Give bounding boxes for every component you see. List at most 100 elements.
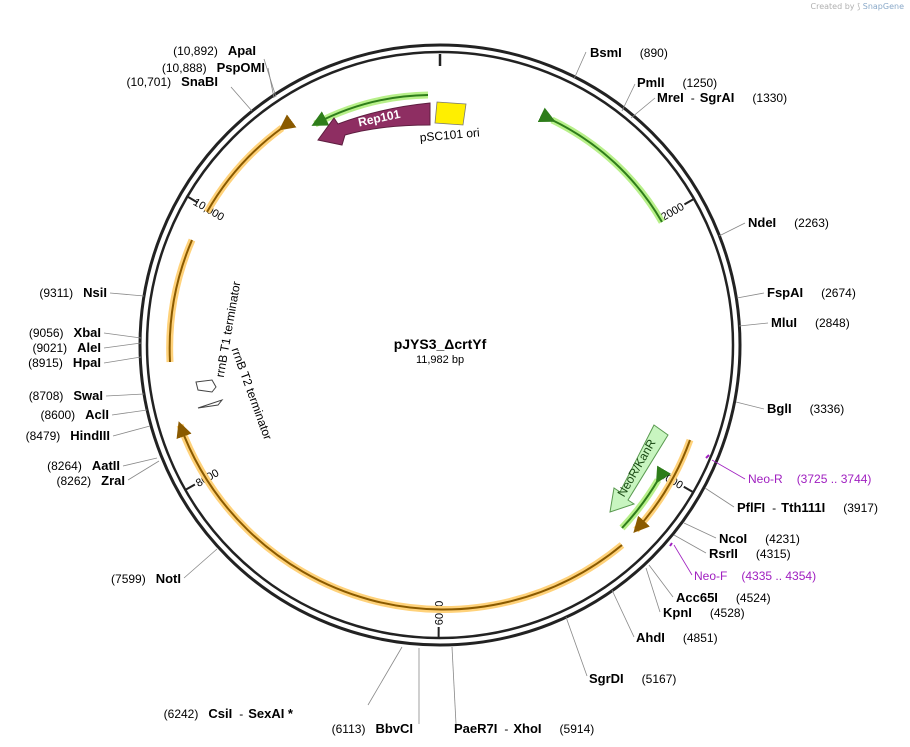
site-name: AhdI: [636, 630, 665, 645]
tick-mark: [183, 483, 196, 492]
restriction-site-label[interactable]: (8915)HpaI: [28, 355, 101, 370]
leader-line: [648, 564, 674, 598]
site-position: (4851): [683, 631, 718, 645]
orange-arc-glow: [176, 423, 625, 614]
primer-label[interactable]: Neo-F(4335 .. 4354): [694, 569, 816, 583]
leader-line: [630, 97, 656, 119]
site-name: AleI: [77, 340, 101, 355]
restriction-site-label[interactable]: PflFI-Tth111I(3917): [737, 500, 878, 515]
site-name: BglI: [767, 401, 792, 416]
site-name: MreI: [657, 90, 684, 105]
restriction-site-label[interactable]: (9311)NsiI: [39, 285, 107, 300]
ori-label: pSC101 ori: [419, 125, 480, 144]
leader-line: [103, 332, 142, 339]
restriction-site-label[interactable]: (10,701) SnaBI: [126, 74, 218, 89]
site-name: ZraI: [101, 473, 125, 488]
site-name: ApaI: [228, 43, 256, 58]
restriction-site-label[interactable]: PmlI(1250): [637, 75, 717, 90]
site-labels: BsmI(890)PmlI(1250)MreI-SgrAI(1330)NdeI(…: [26, 43, 878, 736]
restriction-site-label[interactable]: BsmI(890): [590, 45, 668, 60]
site-position: (3917): [843, 501, 878, 515]
tick-mark: [186, 195, 198, 203]
restriction-site-label[interactable]: (8708) SwaI: [29, 388, 103, 403]
site-position: (7599): [111, 572, 146, 586]
leader-line: [683, 522, 717, 539]
plasmid-size: 11,982 bp: [416, 354, 464, 366]
restriction-site-label[interactable]: (8264)AatII: [47, 458, 120, 473]
restriction-site-label[interactable]: FspAI(2674): [767, 285, 856, 300]
restriction-site-label[interactable]: MluI(2848): [771, 315, 850, 330]
leader-line: [127, 460, 160, 481]
ori-feature-box[interactable]: [434, 101, 467, 126]
site-name: PspOMI: [217, 60, 265, 75]
leader-line: [183, 548, 218, 579]
feature-arc-3: [621, 465, 671, 529]
leader-line: [718, 222, 746, 237]
restriction-site-label[interactable]: SgrDI(5167): [589, 671, 676, 686]
site-separator: -: [504, 722, 508, 736]
neo-r-primer-mark: [705, 454, 710, 459]
site-name: HindIII: [70, 428, 110, 443]
primer-range: (3725 .. 3744): [797, 472, 872, 486]
site-position: (10,701): [126, 75, 171, 89]
rep101-feature-arrow[interactable]: [317, 102, 431, 146]
site-name: KpnI: [663, 605, 692, 620]
site-separator: -: [691, 91, 695, 105]
restriction-site-label[interactable]: (7599)NotI: [111, 571, 181, 586]
primer-leader-line: [673, 544, 693, 576]
site-name: SexAI *: [248, 706, 294, 721]
restriction-site-label[interactable]: (8262)ZraI: [56, 473, 125, 488]
site-position: (4528): [710, 606, 745, 620]
site-position: (2848): [815, 316, 850, 330]
site-position: (8708): [29, 389, 64, 403]
restriction-site-label[interactable]: MreI-SgrAI(1330): [657, 90, 787, 105]
t1-terminator-arrow[interactable]: [195, 379, 217, 393]
site-position: (4524): [736, 591, 771, 605]
site-name: BbvCI: [375, 721, 413, 736]
restriction-site-label[interactable]: (8600)AclI: [40, 407, 109, 422]
site-name: PflFI: [737, 500, 765, 515]
restriction-site-label[interactable]: (8479) HindIII: [26, 428, 110, 443]
site-name: XbaI: [74, 325, 101, 340]
restriction-site-label[interactable]: BglI(3336): [767, 401, 844, 416]
restriction-site-label[interactable]: (6242)CsiI-SexAI *: [164, 706, 294, 721]
site-name: SwaI: [73, 388, 103, 403]
restriction-site-label[interactable]: Acc65I(4524): [676, 590, 771, 605]
t2-terminator-arrow[interactable]: [197, 398, 224, 409]
restriction-site-label[interactable]: PaeR7I-XhoI(5914): [454, 721, 594, 736]
site-name: CsiI: [208, 706, 232, 721]
site-name: AclI: [85, 407, 109, 422]
restriction-site-label[interactable]: (6113)BbvCI: [332, 721, 413, 736]
leader-line: [109, 292, 145, 297]
restriction-site-label[interactable]: RsrII(4315): [709, 546, 791, 561]
site-name: NdeI: [748, 215, 776, 230]
site-position: (9021): [32, 341, 67, 355]
leader-line: [267, 67, 275, 99]
restriction-site-label[interactable]: (10,888) PspOMI: [162, 60, 265, 75]
site-position: (890): [640, 46, 668, 60]
primer-label[interactable]: Neo-R(3725 .. 3744): [748, 472, 871, 486]
leader-line: [645, 567, 661, 613]
feature-arc-2: [311, 94, 429, 126]
orange-arc-right: [633, 439, 691, 533]
restriction-site-label[interactable]: (10,892)ApaI: [173, 43, 256, 58]
restriction-site-label[interactable]: (9056)XbaI: [29, 325, 101, 340]
feature-arc-1: [537, 107, 663, 223]
leader-line: [673, 534, 707, 554]
restriction-site-label[interactable]: AhdI (4851): [636, 630, 718, 645]
restriction-site-label[interactable]: NcoI(4231): [719, 531, 800, 546]
site-name: SgrDI: [589, 671, 624, 686]
restriction-site-label[interactable]: KpnI (4528): [663, 605, 745, 620]
neor-feature-arrow[interactable]: [609, 424, 669, 513]
restriction-site-label[interactable]: NdeI(2263): [748, 215, 829, 230]
tick-mark: [683, 197, 696, 206]
leader-line: [621, 83, 636, 112]
site-position: (8479): [26, 429, 61, 443]
site-name: SnaBI: [181, 74, 218, 89]
site-position: (10,888): [162, 61, 207, 75]
primer-range: (4335 .. 4354): [741, 569, 816, 583]
restriction-site-label[interactable]: (9021) AleI: [32, 340, 101, 355]
site-position: (5914): [560, 722, 595, 736]
site-name: HpaI: [73, 355, 101, 370]
